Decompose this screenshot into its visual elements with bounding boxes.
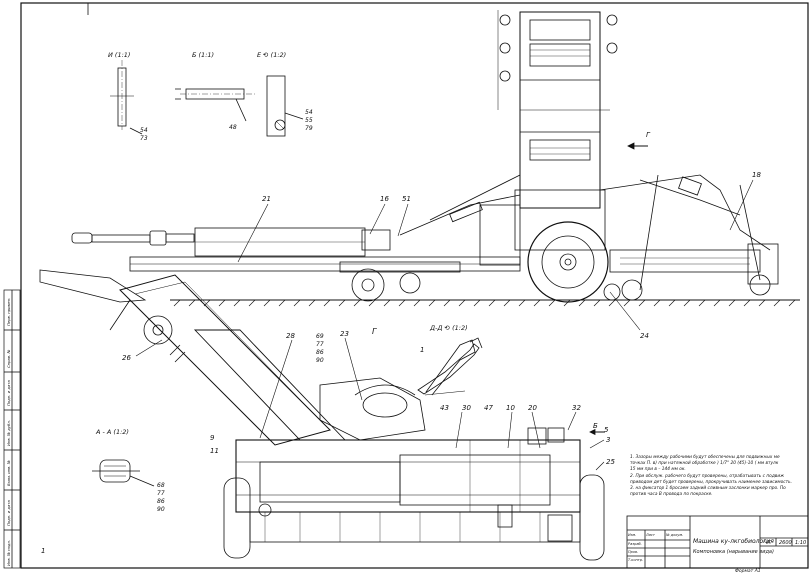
- tb-row-2: Лист: [645, 533, 656, 537]
- callout-28: 28: [286, 332, 295, 340]
- label-view-b: Б (1:1): [192, 51, 214, 59]
- note-line-2: точках П. в) при натяжной обработке ) 1/…: [630, 460, 779, 466]
- ref-e-c: 79: [305, 125, 313, 132]
- title-subname: Компоновка (нарывание вида): [693, 549, 774, 555]
- ref-aa-c: 86: [157, 498, 165, 505]
- callout-3: 3: [606, 436, 610, 444]
- note-line-1: 1. Зазоры между рабочими будут обеспечен…: [630, 454, 780, 460]
- title-block: [626, 515, 809, 569]
- detail-view-dd: [417, 337, 483, 395]
- ref-i-b: 73: [140, 135, 148, 142]
- detail-view-aa: [92, 459, 155, 487]
- callout-16: 16: [380, 195, 389, 203]
- strip-4: Инв. № дубл.: [6, 420, 11, 446]
- note-line-5: приводом дет будет проверены, прокручива…: [630, 479, 792, 485]
- detail-view-e: [266, 75, 304, 137]
- label-view-dd: Д-Д ⟲ (1:2): [429, 324, 468, 332]
- ref-aa-b: 77: [157, 490, 165, 497]
- strip-7: Перв. примен.: [6, 297, 11, 326]
- tb-row-6: Разраб.: [628, 542, 642, 546]
- label-view-e: Е ⟲ (1:2): [257, 51, 286, 59]
- leader-lines: [135, 179, 754, 471]
- view-arrows: [589, 142, 648, 436]
- label-view-i: И (1:1): [108, 51, 130, 59]
- callout-18: 18: [752, 171, 761, 179]
- left-margin-strip: [3, 2, 89, 569]
- ref-e-b: 55: [305, 117, 313, 124]
- strip-1: Инв. № подл.: [6, 540, 11, 566]
- top-corner-number: 1: [41, 547, 45, 555]
- note-line-3: 15 мм при в – 144 мм ок.: [630, 466, 686, 472]
- callout-10: 10: [506, 404, 515, 412]
- callout-69: 69: [316, 333, 324, 340]
- callout-25: 25: [606, 458, 615, 466]
- callout-24: 24: [640, 332, 649, 340]
- strip-5: Подп. и дата: [6, 379, 11, 406]
- ref-i-a: 54: [140, 127, 148, 134]
- note-line-7: против часа В провода по покраске.: [630, 491, 713, 497]
- title-mass: 2600: [779, 540, 792, 546]
- label-arrow-g: Г: [646, 131, 651, 139]
- title-sheet-code: ЧК: [764, 540, 771, 546]
- callout-21-top: 21: [262, 195, 271, 203]
- ground-line: [170, 299, 800, 307]
- note-line-4: 2. При обслуж. рабочего будут проверены,…: [630, 473, 784, 479]
- callout-20: 20: [528, 404, 537, 412]
- strip-2: Подп. и дата: [6, 499, 11, 526]
- callout-1: 1: [420, 346, 424, 354]
- strip-6: Справ. №: [6, 349, 11, 368]
- detail-view-i: [110, 60, 143, 135]
- ref-e-a: 54: [305, 109, 313, 116]
- tb-row-7: Пров.: [628, 550, 638, 554]
- callout-11: 11: [210, 447, 219, 455]
- title-scale: 1:10: [795, 540, 806, 546]
- detail-view-b: [175, 88, 255, 122]
- callout-30: 30: [462, 404, 471, 412]
- callout-47: 47: [484, 404, 493, 412]
- sheet-frame: [20, 2, 809, 569]
- callout-43: 43: [440, 404, 449, 412]
- machine-plan-view: [109, 274, 605, 561]
- callout-9: 9: [210, 434, 215, 442]
- callout-77: 77: [316, 341, 324, 348]
- label-view-g: Г: [372, 327, 377, 336]
- label-arrow-b: Б: [593, 422, 598, 430]
- tb-row-8: Т.контр.: [628, 558, 643, 562]
- callout-32: 32: [572, 404, 581, 412]
- ref-aa-d: 90: [157, 506, 165, 513]
- tb-row-1: Изм.: [628, 533, 636, 537]
- format-label: Формат А1: [735, 568, 761, 574]
- callout-5: 5: [604, 426, 609, 434]
- callout-86: 86: [316, 349, 324, 356]
- tb-row-3: № докум.: [665, 533, 683, 537]
- label-view-aa: А - А (1:2): [95, 428, 129, 436]
- ref-b: 48: [229, 124, 237, 131]
- strip-3: Взам. инв. №: [6, 460, 11, 486]
- ref-aa-a: 68: [157, 482, 165, 489]
- note-line-6: 3. на фиксатор 1 бросаем задний сливным …: [630, 485, 786, 491]
- callout-51: 51: [402, 195, 411, 203]
- callout-26: 26: [122, 354, 131, 362]
- title-name: Машина ку-лкгобиология: [693, 538, 774, 545]
- callout-23: 23: [340, 330, 349, 338]
- callout-90: 90: [316, 357, 324, 364]
- machine-side-view: [39, 10, 779, 303]
